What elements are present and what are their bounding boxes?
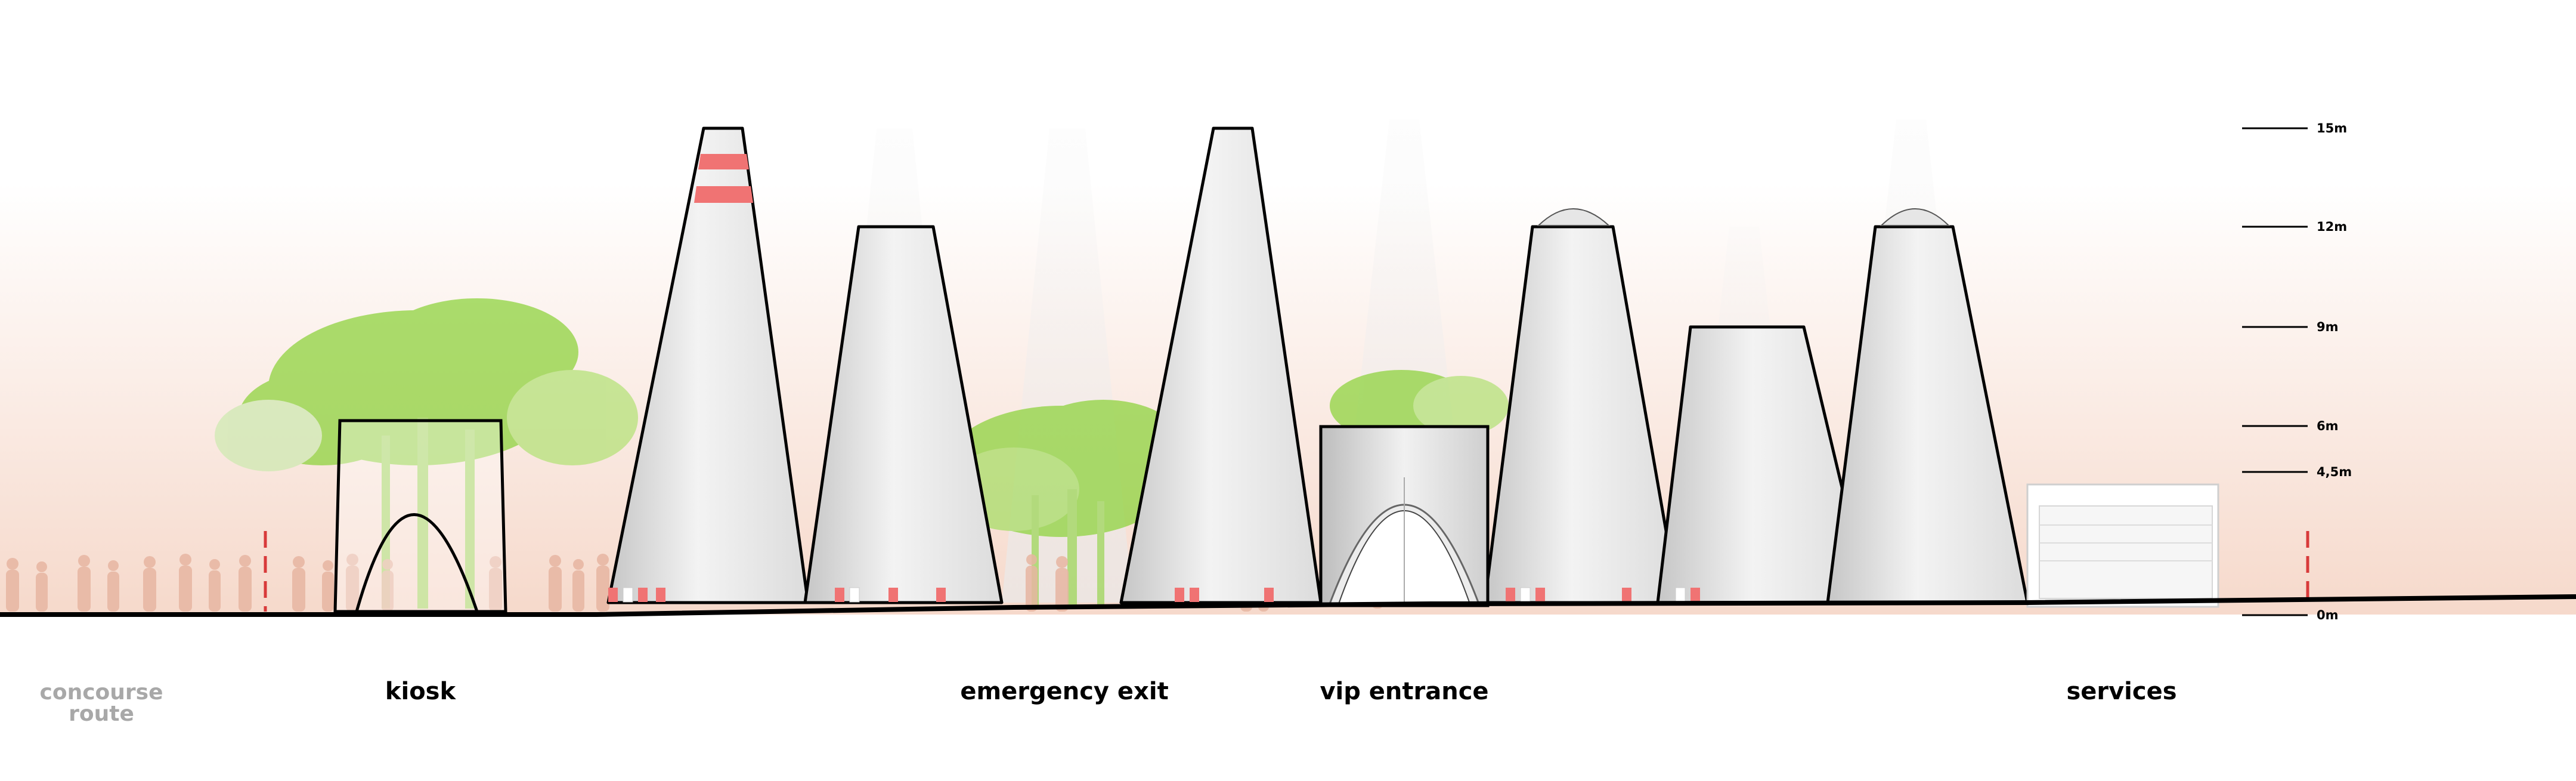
label-kiosk: kiosk (385, 678, 457, 705)
red-markers (264, 531, 2309, 612)
label-emergency-exit: emergency exit (960, 678, 1168, 705)
bollards (608, 587, 1700, 603)
tree-kiosk (215, 298, 638, 609)
cone-12m-left (803, 225, 1004, 604)
zone-labels: concourse route kiosk emergency exit vip… (40, 678, 2177, 726)
scale-label: 15m (2317, 121, 2347, 135)
label-concourse-route-line1: concourse (40, 680, 163, 705)
scale-label: 4,5m (2317, 465, 2352, 479)
scale-tick-12m: 12m (2242, 220, 2347, 234)
scale-tick-0m: 0m (2242, 608, 2339, 622)
kiosk-structure (333, 419, 507, 613)
scale-tick-6m: 6m (2242, 419, 2339, 433)
label-concourse-route-line2: route (69, 702, 134, 726)
tree-emergency-exit (942, 400, 1181, 609)
label-vip-entrance: vip entrance (1320, 678, 1488, 705)
ground-line (0, 594, 2576, 617)
vip-pavilion (1319, 425, 1490, 607)
tree-vip (1330, 370, 1509, 442)
label-services: services (2066, 678, 2176, 705)
scale-tick-9m: 9m (2242, 320, 2339, 334)
pavilion-cones (606, 126, 2029, 604)
scale-tick-4-5m: 4,5m (2242, 465, 2352, 479)
scale-label: 0m (2317, 608, 2339, 622)
height-scale: 15m 12m 9m 6m 4,5m 0m (2242, 121, 2352, 622)
red-bands (694, 154, 753, 203)
scale-label: 12m (2317, 220, 2347, 234)
scale-tick-15m: 15m (2242, 121, 2347, 135)
scale-label: 6m (2317, 419, 2339, 433)
services-building (2026, 483, 2219, 608)
trees (215, 298, 1509, 609)
scale-label: 9m (2317, 320, 2339, 334)
skylight-domes (1537, 208, 1950, 226)
